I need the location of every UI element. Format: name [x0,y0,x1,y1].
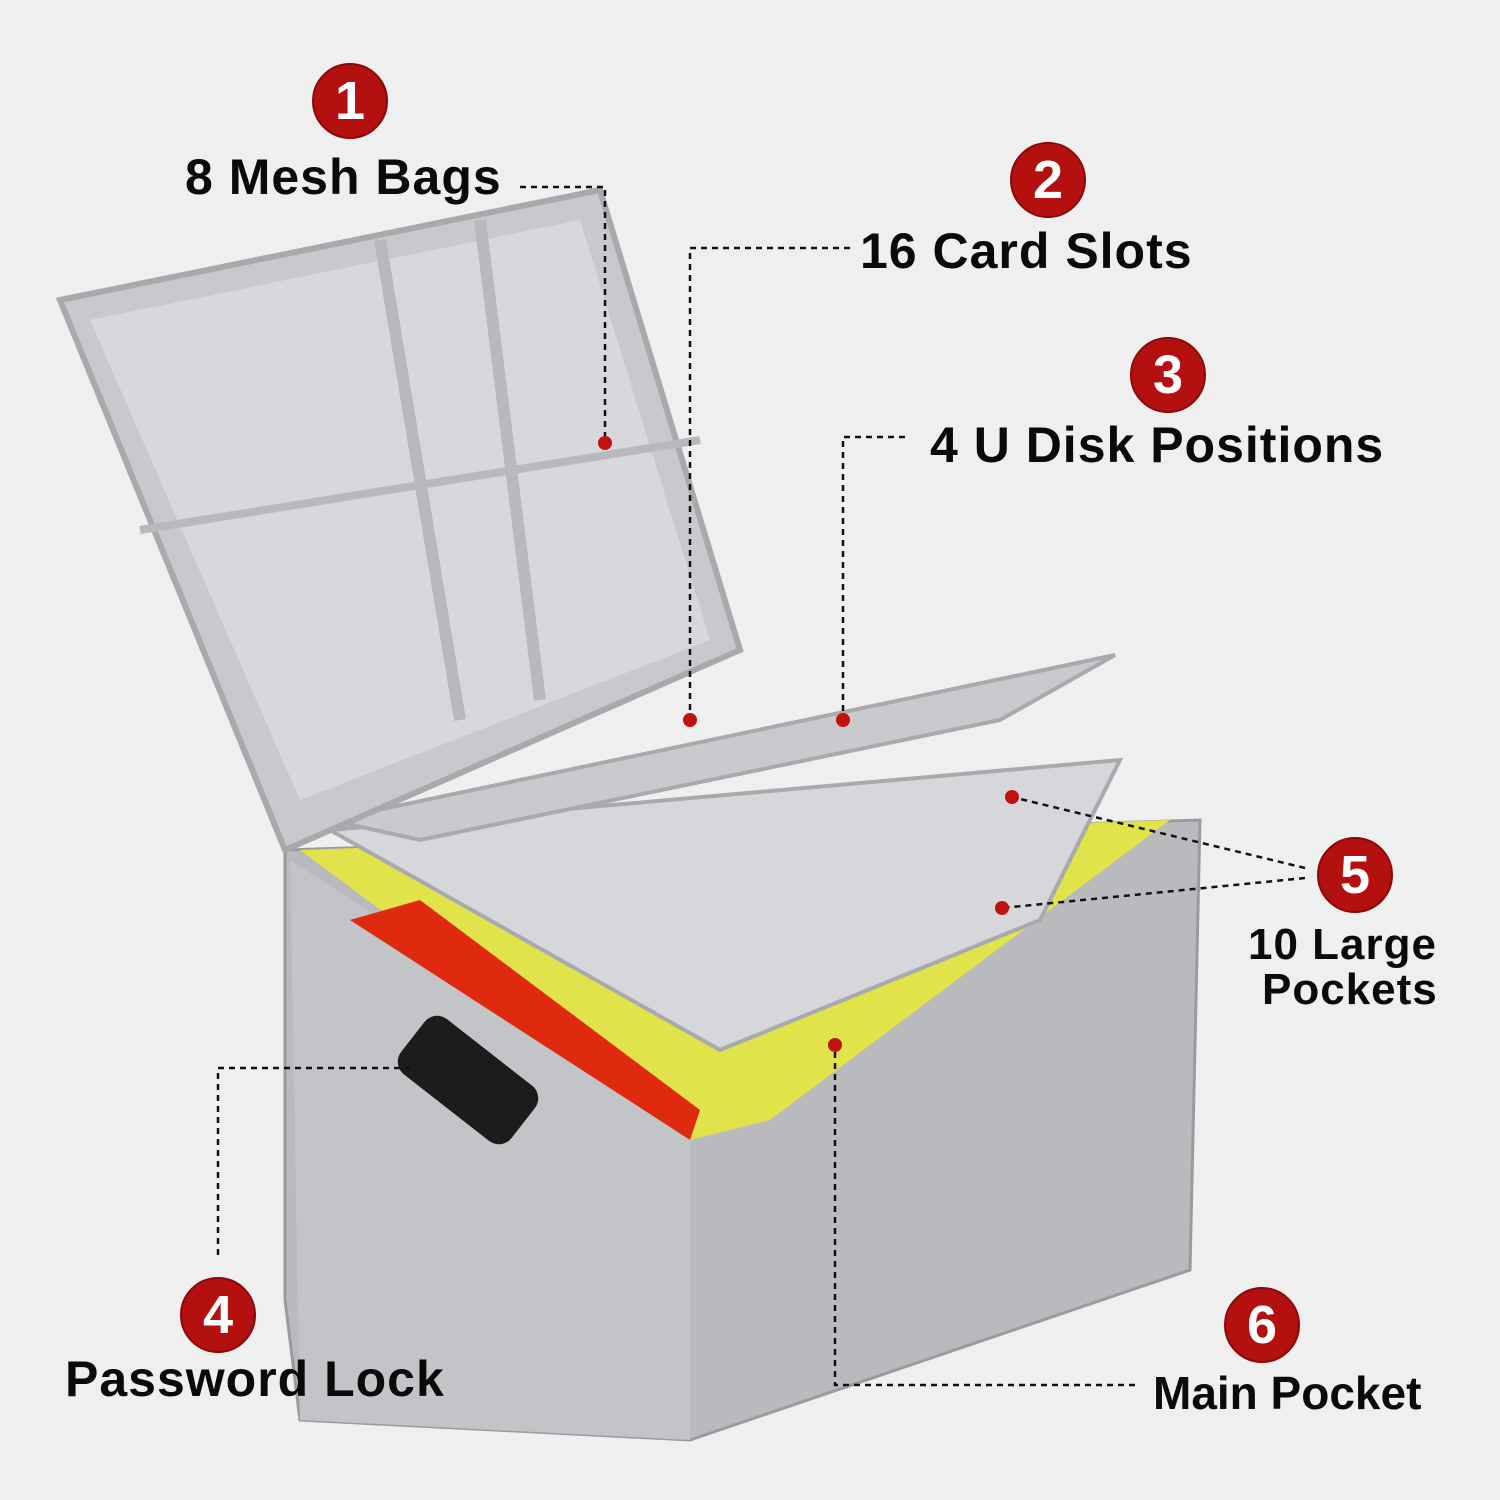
callout-label-password-lock: Password Lock [65,1351,445,1407]
case-front-face [290,860,690,1440]
document-case [55,186,1202,1442]
callout-badge-4: 4 [180,1277,256,1353]
callout-label-large-pockets-1: 10 Large [1248,920,1437,969]
callout-label-u-disk: 4 U Disk Positions [930,417,1385,473]
leader-lines [216,185,1306,1387]
callout-badge-3: 3 [1130,337,1206,413]
callout-label-card-slots: 16 Card Slots [860,223,1193,279]
callout-badge-6: 6 [1224,1287,1300,1363]
callout-label-mesh-bags: 8 Mesh Bags [185,149,502,205]
card-slot-panel [329,653,1116,843]
callout-badge-2: 2 [1010,142,1086,218]
callout-label-main-pocket: Main Pocket [1153,1367,1422,1419]
red-folder [350,900,700,1140]
callout-badge-5: 5 [1317,837,1393,913]
mesh-pockets [323,757,1124,1053]
callout-label-large-pockets-2: Pockets [1262,965,1438,1014]
callout-badge-1: 1 [312,63,388,139]
lid-mesh [90,220,710,800]
password-lock [397,1015,539,1145]
callout-dots [598,436,1019,1052]
